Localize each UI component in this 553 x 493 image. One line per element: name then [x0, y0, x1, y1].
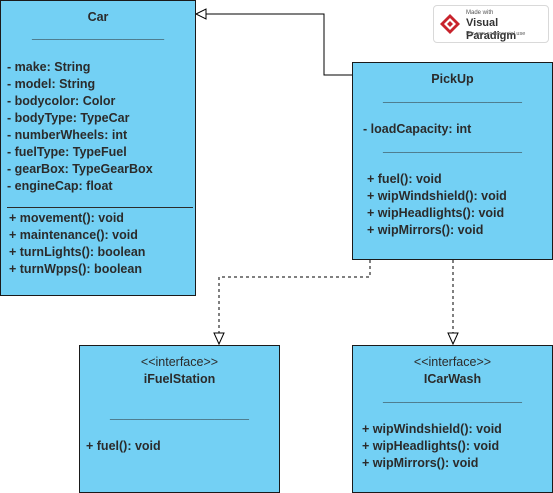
interface-icarwash-separator: ____________________	[382, 390, 523, 404]
icarwash-method: + wipMirrors(): void	[362, 456, 479, 470]
class-car[interactable]: Car ___________________ - make: String -…	[0, 0, 196, 296]
car-attribute: - bodyType: TypeCar	[7, 111, 130, 125]
car-method: + movement(): void	[9, 211, 124, 225]
pickup-method: + wipHeadlights(): void	[367, 206, 505, 220]
car-attribute: - numberWheels: int	[7, 128, 128, 142]
realization-line-fuelstation	[218, 260, 371, 333]
car-attribute: - gearBox: TypeGearBox	[7, 162, 153, 176]
interface-ifuelstation-name: iFuelStation	[143, 372, 216, 386]
class-car-separator: ___________________	[31, 27, 165, 41]
class-car-name: Car	[87, 10, 109, 24]
ifuelstation-method: + fuel(): void	[86, 439, 161, 453]
interface-icarwash[interactable]: <<interface>> ICarWash _________________…	[352, 345, 553, 493]
watermark-made-with: Made with	[466, 10, 494, 16]
interface-ifuelstation-stereotype: <<interface>>	[140, 355, 219, 369]
interface-icarwash-stereotype: <<interface>>	[413, 355, 492, 369]
car-method: + maintenance(): void	[9, 228, 138, 242]
car-attribute: - fuelType: TypeFuel	[7, 145, 127, 159]
car-attribute: - bodycolor: Color	[7, 94, 116, 108]
class-pickup-separator-1: ____________________	[382, 90, 523, 104]
class-car-divider	[7, 207, 193, 208]
pickup-method: + wipWindshield(): void	[367, 189, 507, 203]
class-pickup-name: PickUp	[431, 72, 474, 86]
pickup-method: + wipMirrors(): void	[367, 223, 484, 237]
icarwash-method: + wipWindshield(): void	[362, 422, 502, 436]
watermark-brand: Visual Paradigm	[466, 17, 517, 42]
generalization-arrowhead	[194, 8, 207, 20]
watermark-note: For non-commercial use	[466, 31, 526, 37]
realization-arrowhead-carwash	[447, 332, 459, 346]
class-pickup-separator-2: ____________________	[382, 140, 523, 154]
class-pickup[interactable]: PickUp ____________________ - loadCapaci…	[352, 62, 553, 260]
visual-paradigm-watermark: Made with Visual Paradigm For non-commer…	[433, 5, 549, 43]
car-attribute: - model: String	[7, 77, 96, 91]
pickup-attribute: - loadCapacity: int	[363, 122, 472, 136]
interface-ifuelstation-separator: ____________________	[109, 407, 250, 421]
car-attribute: - engineCap: float	[7, 179, 113, 193]
interface-icarwash-name: ICarWash	[423, 372, 482, 386]
icarwash-method: + wipHeadlights(): void	[362, 439, 500, 453]
interface-ifuelstation[interactable]: <<interface>> iFuelStation _____________…	[79, 345, 280, 493]
car-attribute: - make: String	[7, 60, 91, 74]
generalization-line	[206, 13, 352, 76]
realization-arrowhead-fuelstation	[213, 332, 225, 346]
pickup-method: + fuel(): void	[367, 172, 442, 186]
car-method: + turnLights(): boolean	[9, 245, 146, 259]
visual-paradigm-logo-icon	[440, 14, 460, 34]
car-method: + turnWpps(): boolean	[9, 262, 142, 276]
